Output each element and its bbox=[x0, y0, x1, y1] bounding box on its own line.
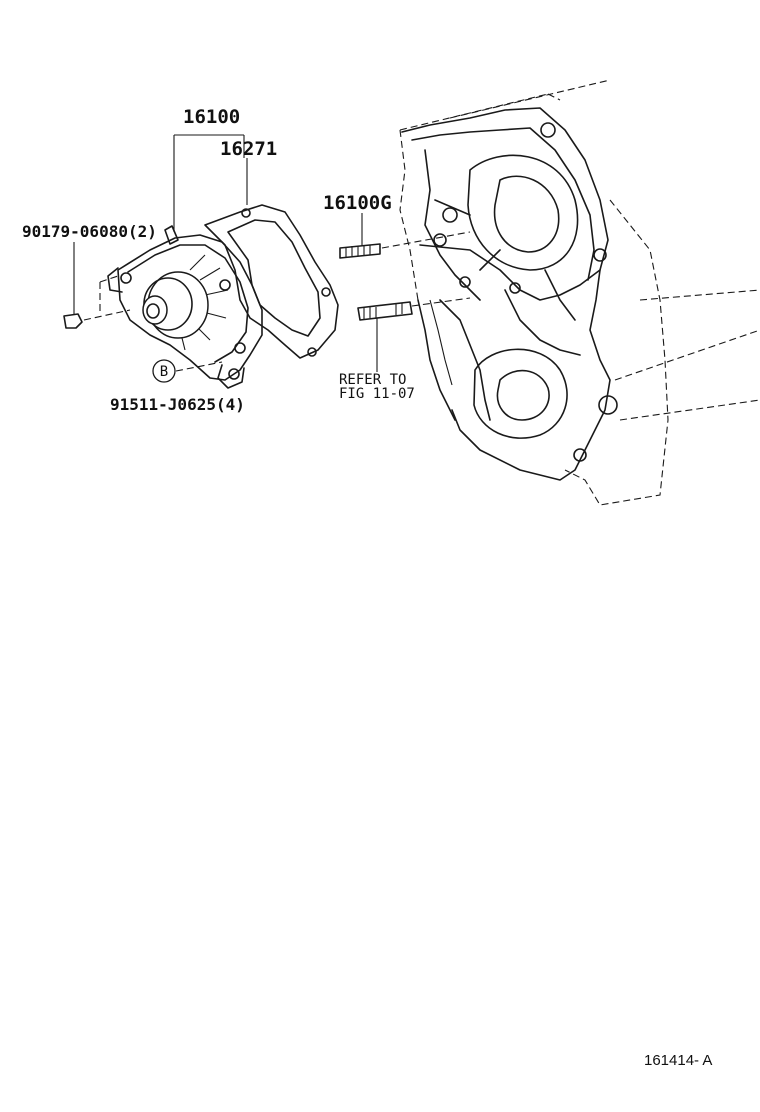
label-gasket: 16271 bbox=[220, 138, 277, 160]
engine-block-drawing bbox=[399, 79, 760, 506]
callout-letter: B bbox=[160, 364, 168, 380]
label-pump-assembly: 16100 bbox=[183, 106, 240, 128]
stud-bolt-upper bbox=[339, 231, 471, 259]
label-bolt-b: 91511-J0625(4) bbox=[110, 395, 245, 414]
callout-circle-b bbox=[152, 359, 176, 383]
bolt-drawing bbox=[63, 275, 131, 329]
figure-id: 161414- A bbox=[644, 1052, 712, 1069]
water-pump-drawing bbox=[107, 204, 339, 389]
label-stud-bolt: 16100G bbox=[323, 192, 392, 214]
refer-line-2: FIG 11-07 bbox=[339, 386, 415, 402]
stud-bolt-lower bbox=[357, 297, 471, 321]
label-bolt: 90179-06080(2) bbox=[22, 222, 157, 241]
leader-lines bbox=[73, 134, 378, 372]
refer-line-1: REFER TO bbox=[339, 372, 406, 388]
